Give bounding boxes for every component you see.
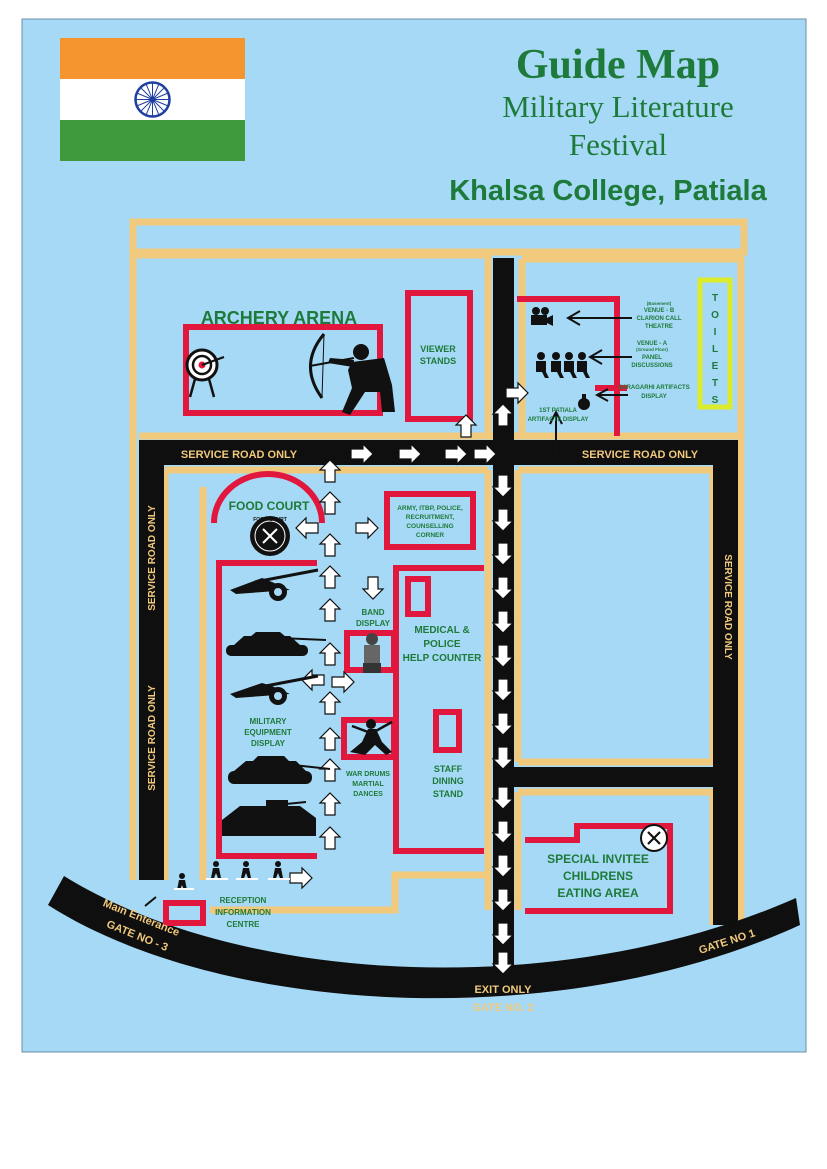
equipment-label-2: EQUIPMENT bbox=[244, 728, 292, 737]
map-title: Guide Map bbox=[516, 42, 720, 88]
martial-dancer-icon bbox=[350, 719, 393, 755]
toilets-letter-6: T bbox=[712, 378, 718, 389]
toilets-letter-3: I bbox=[714, 327, 717, 338]
ashoka-chakra-icon bbox=[134, 81, 171, 118]
toilets-letter-2: O bbox=[711, 310, 719, 321]
toilets-letter-4: L bbox=[712, 344, 718, 355]
food-court-arc bbox=[211, 471, 325, 524]
festival-line-2: Festival bbox=[569, 127, 667, 162]
viewer-stands-label-1: VIEWER bbox=[420, 344, 456, 354]
medical-zone-outline bbox=[393, 565, 484, 854]
artillery-gun-icon-2 bbox=[230, 674, 319, 705]
reception-label-2: INFORMATION bbox=[215, 908, 271, 917]
special-invitee-label-1: SPECIAL INVITEE bbox=[547, 852, 649, 866]
medical-label-3: HELP COUNTER bbox=[403, 653, 482, 664]
walkway-paths bbox=[129, 218, 748, 925]
archer-icon bbox=[309, 333, 395, 415]
cross-road bbox=[514, 767, 713, 787]
special-invitee-zone bbox=[525, 823, 673, 914]
archery-target-icon bbox=[185, 348, 225, 398]
saragarhi-label-2: DISPLAY bbox=[641, 394, 666, 400]
food-court-logo-text: FOOD COURT bbox=[253, 517, 287, 523]
staff-dining-box bbox=[433, 709, 462, 753]
service-road-top-left-label: SERVICE ROAD ONLY bbox=[181, 449, 298, 461]
service-road-left-upper-label: SERVICE ROAD ONLY bbox=[147, 505, 158, 611]
army-counter-label-3: COUNSELLING bbox=[406, 523, 453, 530]
viewer-stands-label-2: STANDS bbox=[420, 356, 456, 366]
venue-b-label-4: THEATRE bbox=[645, 324, 673, 330]
venue-a-label-4: DISCUSSIONS bbox=[631, 363, 672, 369]
food-court-logo-icon bbox=[250, 516, 290, 556]
service-road-right-label: SERVICE ROAD ONLY bbox=[722, 554, 733, 660]
staff-dining-label-3: STAND bbox=[433, 789, 464, 799]
india-flag bbox=[60, 38, 245, 161]
medical-label-1: MEDICAL & bbox=[414, 625, 469, 636]
toilets-letter-7: S bbox=[712, 395, 719, 406]
war-drums-label-3: DANCES bbox=[353, 791, 383, 798]
army-counter-zone bbox=[384, 491, 476, 550]
service-road-top bbox=[139, 440, 737, 465]
band-display-label-1: BAND bbox=[361, 608, 384, 617]
archery-arena-label: ARCHERY ARENA bbox=[201, 308, 357, 328]
reception-label-3: CENTRE bbox=[227, 920, 261, 929]
toilets-letter-1: T bbox=[712, 293, 718, 304]
patiala-artifacts-label-1: 1ST PATIALA bbox=[539, 408, 577, 414]
tank-icon bbox=[226, 632, 327, 656]
panel-discussion-icon bbox=[536, 352, 590, 378]
service-road-top-right-label: SERVICE ROAD ONLY bbox=[582, 449, 699, 461]
food-court-label: FOOD COURT bbox=[229, 499, 310, 513]
reception-box bbox=[163, 900, 206, 926]
main-curved-road bbox=[48, 876, 800, 999]
war-drums-label-1: WAR DRUMS bbox=[346, 771, 390, 778]
saragarhi-label-1: SARAGARHI ARTIFACTS bbox=[618, 385, 689, 391]
equipment-zone-outline bbox=[216, 560, 317, 859]
venue-a-label-2: (Ground Floor) bbox=[636, 347, 668, 352]
toilets-letter-5: E bbox=[712, 361, 719, 372]
armoured-vehicle-icon bbox=[222, 800, 316, 836]
service-road-right bbox=[713, 440, 738, 925]
service-road-left-lower-label: SERVICE ROAD ONLY bbox=[147, 685, 158, 791]
venue-name: Khalsa College, Patiala bbox=[449, 175, 767, 207]
band-display-label-2: DISPLAY bbox=[356, 619, 391, 628]
staff-dining-label-2: DINING bbox=[432, 776, 464, 786]
flow-arrows bbox=[144, 310, 632, 975]
movie-camera-icon bbox=[531, 307, 553, 326]
army-counter-label-4: CORNER bbox=[416, 532, 444, 539]
band-player-icon bbox=[363, 633, 381, 673]
equipment-label-1: MILITARY bbox=[250, 717, 288, 726]
service-road-left bbox=[139, 440, 164, 880]
artillery-gun-icon bbox=[230, 568, 319, 601]
special-invitee-label-2: CHILDRENS bbox=[563, 869, 633, 883]
exit-only-label: EXIT ONLY bbox=[474, 984, 532, 996]
festival-line-1: Military Literature bbox=[502, 89, 734, 124]
dining-plate-icon bbox=[640, 824, 668, 852]
war-drums-label-2: MARTIAL bbox=[352, 781, 384, 788]
army-counter-label-2: RECRUITMENT, bbox=[406, 514, 455, 521]
medical-counter-box bbox=[405, 576, 431, 617]
venue-a-label-1: VENUE - A bbox=[637, 341, 668, 347]
equipment-label-3: DISPLAY bbox=[251, 739, 286, 748]
venue-b-label-3: CLARION CALL bbox=[637, 316, 682, 322]
viewer-stands-zone bbox=[405, 290, 473, 422]
staff-dining-label-1: STAFF bbox=[434, 764, 463, 774]
pedestrian-icons bbox=[174, 861, 290, 890]
patiala-artifacts-label-2: ARTIFACTS DISPLAY bbox=[528, 417, 589, 423]
reception-label-1: RECEPTION bbox=[220, 896, 267, 905]
toilets-zone bbox=[697, 277, 733, 410]
special-invitee-label-3: EATING AREA bbox=[557, 886, 639, 900]
tank-icon-2 bbox=[228, 756, 331, 784]
medical-label-2: POLICE bbox=[423, 639, 461, 650]
artifact-icon bbox=[578, 394, 590, 410]
zone-labels: ARCHERY ARENA VIEWER STANDS FOOD COURT F… bbox=[201, 293, 719, 929]
roads bbox=[48, 258, 800, 999]
venue-b-label-2: VENUE - B bbox=[644, 308, 675, 314]
army-counter-label-1: ARMY, ITBP, POLICE, bbox=[397, 505, 463, 512]
venue-b-label-1: (Basement) bbox=[647, 301, 672, 306]
venue-a-label-3: PANEL bbox=[642, 355, 662, 361]
gate-2-label: GATE NO. 2 bbox=[472, 1002, 534, 1014]
